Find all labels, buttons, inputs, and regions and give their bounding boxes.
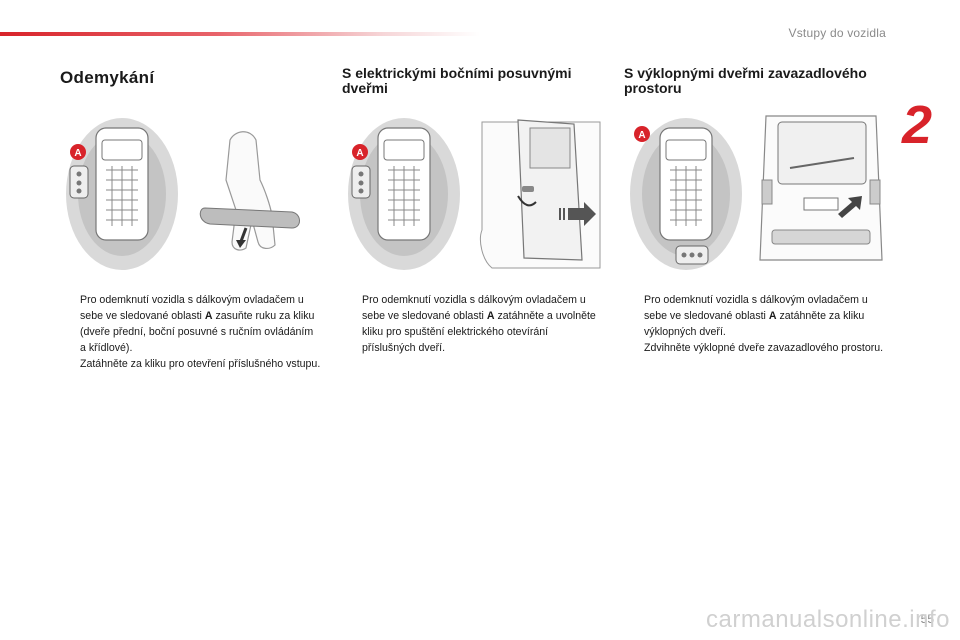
bullet-icon <box>624 292 644 340</box>
bullet-icon <box>624 340 644 356</box>
column-title: Odemykání <box>60 68 155 87</box>
column-title: S elektrickými bočními posuvnými dveřmi <box>342 65 572 96</box>
column-title: S výklopnými dveřmi zavazadlového prosto… <box>624 65 867 96</box>
column-electric-sliding: S elektrickými bočními posuvnými dveřmi <box>342 66 612 96</box>
figure-electric-sliding: A <box>342 110 612 280</box>
list-item: Pro odemknutí vozidla s dálkovým ovladač… <box>342 292 604 356</box>
chapter-number: 2 <box>902 95 933 155</box>
bullet-icon <box>60 292 80 356</box>
zone-a-label: A <box>74 148 81 159</box>
instructions-unlocking: Pro odemknutí vozidla s dálkovým ovladač… <box>60 292 322 372</box>
svg-text:A: A <box>638 130 645 141</box>
tailgate-illustration: A <box>630 115 883 270</box>
watermark: carmanualsonline.info <box>706 606 950 633</box>
figure-unlocking: A <box>60 110 330 280</box>
instructions-electric-sliding: Pro odemknutí vozidla s dálkovým ovladač… <box>342 292 604 356</box>
list-item: Zatáhněte za kliku pro otevření příslušn… <box>60 356 322 372</box>
sliding-door-illustration: A <box>348 118 601 270</box>
instructions-tailgate: Pro odemknutí vozidla s dálkovým ovladač… <box>624 292 886 356</box>
list-item: Zdvihněte výklopné dveře zavazadlového p… <box>624 340 886 356</box>
list-item: Pro odemknutí vozidla s dálkovým ovladač… <box>60 292 322 356</box>
bullet-icon <box>342 292 362 356</box>
svg-text:A: A <box>356 148 363 159</box>
unlocking-illustration: A <box>66 118 300 270</box>
section-title: Vstupy do vozidla <box>788 26 886 40</box>
header-accent-bar <box>0 32 480 36</box>
figure-tailgate: A <box>624 110 894 280</box>
list-item: Pro odemknutí vozidla s dálkovým ovladač… <box>624 292 886 340</box>
column-unlocking: Odemykání <box>60 66 330 88</box>
page-number: 55 <box>920 612 934 626</box>
bullet-icon <box>60 356 80 372</box>
column-tailgate: S výklopnými dveřmi zavazadlového prosto… <box>624 66 894 96</box>
